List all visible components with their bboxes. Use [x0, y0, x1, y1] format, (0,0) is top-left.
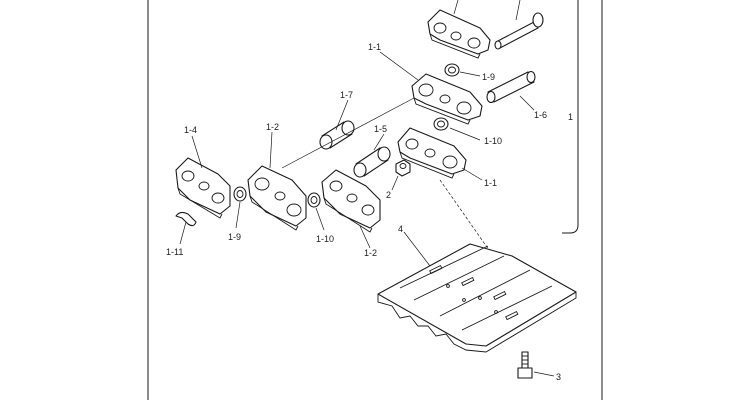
link-1-1-upper: [411, 73, 483, 125]
link-1-4: [175, 157, 231, 219]
label-1-1-right: 1-1: [484, 178, 497, 188]
label-1-10-right: 1-10: [484, 136, 502, 146]
washer-1-10-right: [433, 117, 449, 131]
nut-2: [395, 159, 411, 177]
label-2: 2: [386, 190, 391, 200]
washer-1-9-left: [233, 186, 247, 202]
label-1-10-left: 1-10: [316, 234, 334, 244]
link-1-2-left: [247, 165, 307, 231]
bolt-3: [517, 351, 533, 379]
assembly-line-upper: [281, 97, 415, 169]
bushing-1-5: [353, 146, 391, 178]
label-1-2-bottom: 1-2: [364, 248, 377, 258]
clip-1-11: [175, 211, 197, 227]
label-1-2-left: 1-2: [266, 122, 279, 132]
track-shoe-4: [377, 243, 577, 353]
link-1-1-lower: [397, 127, 467, 179]
label-1-11: 1-11: [166, 247, 183, 257]
pin-1-6: [486, 70, 536, 104]
label-4: 4: [398, 224, 403, 234]
label-1: 1: [568, 112, 573, 122]
label-1-4: 1-4: [184, 125, 197, 135]
label-3: 3: [556, 372, 561, 382]
leader-lines: [179, 0, 555, 377]
washer-1-10-left: [307, 192, 321, 208]
link-1-2-bottom: [321, 169, 381, 233]
label-1-1-top: 1-1: [368, 42, 381, 52]
top-pin: [494, 12, 544, 50]
top-link-assembly: [427, 9, 491, 59]
label-1-6: 1-6: [534, 110, 547, 120]
diagram-frame: [147, 0, 603, 400]
label-1-9-left: 1-9: [228, 232, 241, 242]
part-labels: 1 1-1 1-1 1-2 1-2 1-4 1-5 1-6 1-7 1-9 1-…: [166, 42, 573, 382]
label-1-9-right: 1-9: [482, 72, 495, 82]
label-1-7: 1-7: [340, 90, 353, 100]
label-1-5: 1-5: [374, 124, 387, 134]
washer-1-9-right: [444, 63, 460, 77]
